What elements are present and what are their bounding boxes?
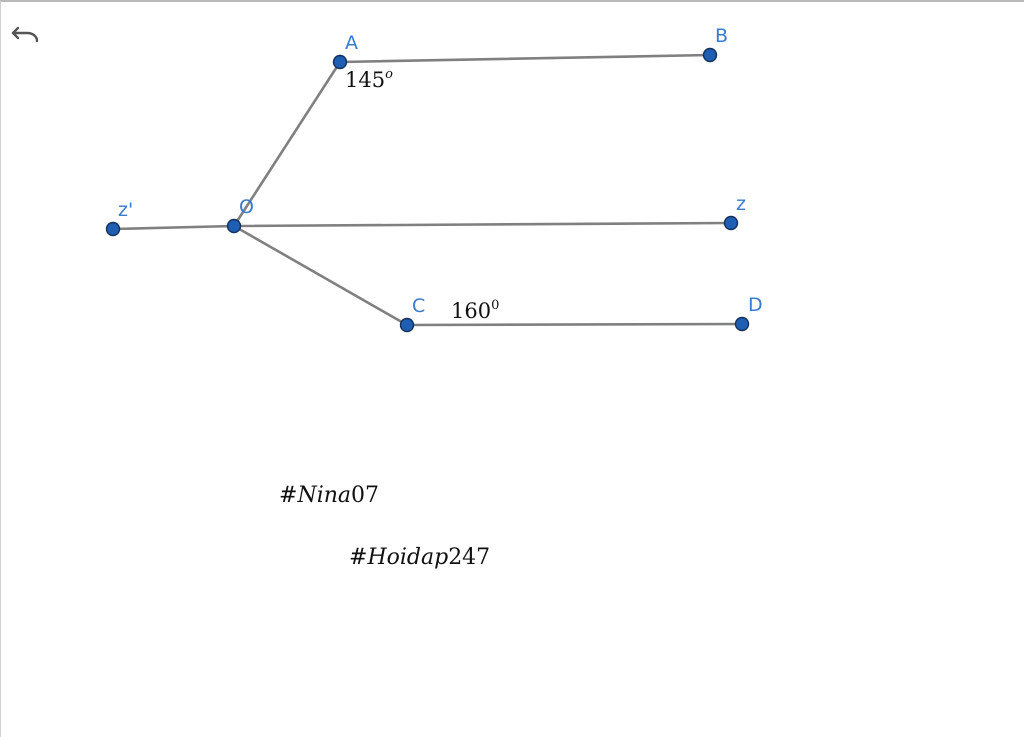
point-z-prime[interactable] (105, 221, 121, 237)
ray-oz-prime[interactable] (111, 224, 236, 231)
angle-label-c: 1600 (451, 298, 499, 323)
point-label-c: C (412, 295, 425, 317)
segment-ab[interactable] (338, 53, 712, 64)
angle-label-a: 145o (345, 67, 393, 92)
undo-button[interactable] (9, 20, 43, 50)
hashtag-text-1: #Nina07 (279, 483, 379, 508)
point-label-z: z (736, 193, 746, 215)
point-label-z-prime: z' (118, 199, 133, 221)
point-c[interactable] (399, 317, 415, 333)
segment-oc[interactable] (232, 224, 409, 327)
angle-c-degree: 0 (491, 298, 499, 313)
angle-c-value: 160 (451, 299, 491, 323)
point-label-a: A (345, 32, 358, 54)
point-z[interactable] (723, 215, 739, 231)
point-label-d: D (748, 294, 763, 316)
segment-oa[interactable] (232, 60, 342, 228)
angle-a-degree: o (385, 67, 393, 82)
point-d[interactable] (734, 316, 750, 332)
segment-cd[interactable] (405, 322, 744, 327)
point-b[interactable] (702, 47, 718, 63)
point-label-b: B (715, 25, 728, 47)
point-label-o: O (239, 196, 254, 218)
angle-a-value: 145 (345, 68, 385, 92)
ray-oz[interactable] (232, 221, 733, 228)
hashtag-text-2: #Hoidap247 (349, 545, 490, 570)
point-a[interactable] (332, 54, 348, 70)
undo-arrow-icon (11, 26, 39, 43)
point-o[interactable] (226, 218, 242, 234)
